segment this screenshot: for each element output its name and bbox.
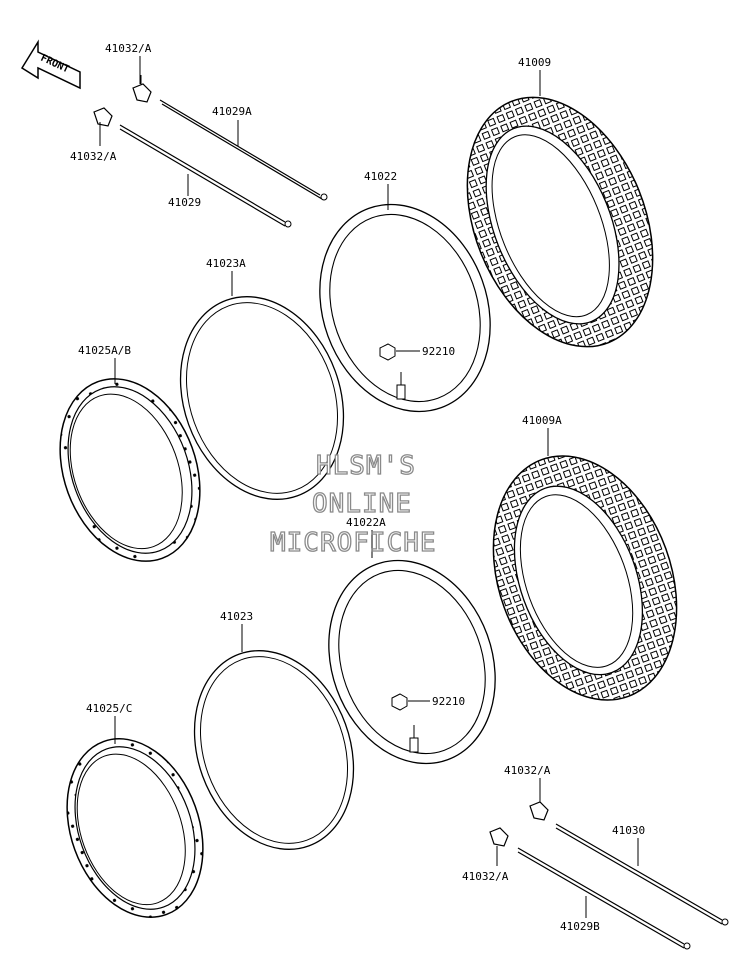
watermark-line-2: ONLINE: [312, 489, 412, 519]
spoke-41029b: [517, 847, 691, 950]
label-41025ab: 41025A/B: [78, 344, 131, 357]
tube-valve-2: [409, 725, 419, 753]
spoke-41030: [555, 823, 729, 926]
label-41022: 41022: [364, 170, 397, 183]
tube-valve-1: [396, 372, 406, 400]
inner-tube-41022: [319, 203, 491, 413]
label-41009a: 41009A: [522, 414, 562, 427]
rim-band-41023: [193, 650, 355, 850]
label-92210-1: 92210: [422, 345, 455, 358]
wheel-rim-41025ab: [59, 378, 201, 562]
label-41009: 41009: [518, 56, 551, 69]
label-41032a-top-1: 41032/A: [105, 42, 152, 55]
wheel-rim-41025c: [66, 738, 204, 918]
inner-tube-41022a: [328, 559, 496, 765]
label-41023: 41023: [220, 610, 253, 623]
spoke-nipple-top-2: [93, 107, 113, 127]
label-92210-2: 92210: [432, 695, 465, 708]
watermark-line-1: HLSM'S: [316, 451, 416, 481]
label-41032a-bottom-1: 41032/A: [504, 764, 551, 777]
label-41030: 41030: [612, 824, 645, 837]
spoke-41029a: [159, 99, 328, 201]
label-41023a: 41023A: [206, 257, 246, 270]
front-direction-arrow-icon: FRONT: [20, 39, 81, 90]
spoke-nipple-top-1: [132, 75, 152, 103]
rim-band-41023a: [179, 296, 345, 500]
watermark-line-3: MICROFICHE: [270, 528, 437, 558]
label-41029b: 41029B: [560, 920, 600, 933]
valve-nut-2: [391, 693, 408, 711]
label-41029: 41029: [168, 196, 201, 209]
valve-nut-1: [379, 343, 396, 361]
tire-41009: [466, 96, 654, 348]
spoke-nipple-bottom-2: [489, 827, 509, 847]
spoke-nipple-bottom-1: [529, 801, 549, 821]
label-41022a: 41022A: [346, 516, 386, 529]
spoke-41029: [119, 124, 292, 228]
label-41025c: 41025/C: [86, 702, 132, 715]
label-41029a: 41029A: [212, 105, 252, 118]
tire-41009a: [492, 455, 678, 701]
label-41032a-top-2: 41032/A: [70, 150, 117, 163]
watermark: HLSM'S ONLINE MICROFICHE: [269, 450, 437, 558]
label-41032a-bottom-2: 41032/A: [462, 870, 509, 883]
